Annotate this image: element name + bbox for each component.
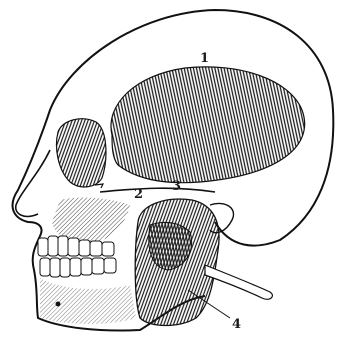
label-4: 4 [232, 317, 241, 332]
styloid-process [205, 265, 272, 299]
label-2: 2 [134, 187, 143, 202]
label-3: 3 [172, 179, 181, 194]
infraorbital-mark [95, 184, 103, 188]
label-1: 1 [200, 51, 209, 66]
orbit [57, 119, 106, 187]
lower-teeth [40, 258, 116, 277]
mandible [40, 278, 136, 324]
mental-foramen [56, 302, 61, 307]
temporalis-muscle [111, 67, 305, 183]
zygomatic-arch [100, 188, 215, 192]
